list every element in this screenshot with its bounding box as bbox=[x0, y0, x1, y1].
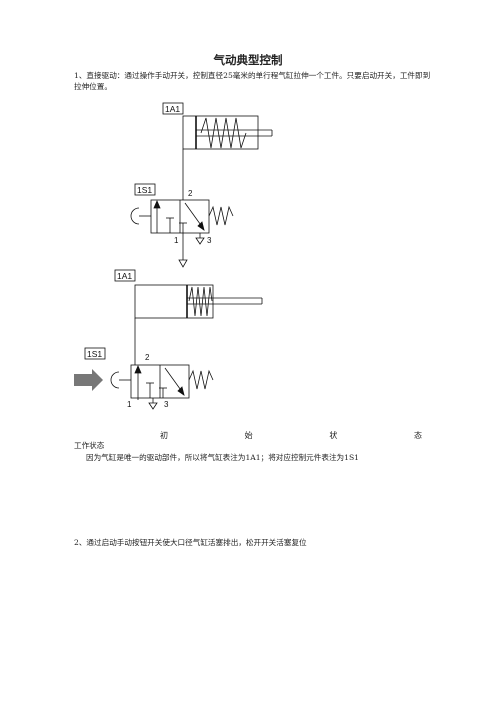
cylinder-body-2 bbox=[134, 284, 214, 319]
port-label-2-a: 2 bbox=[188, 189, 193, 198]
section2-intro: 2、通过启动手动按钮开关使大口径气缸活塞排出，松开开关活塞复位 bbox=[74, 538, 307, 547]
section1-intro: 1、直接驱动：通过操作手动开关，控制直径25毫米的单行程气缸拉伸一个工件。只要启… bbox=[74, 71, 431, 91]
diagram-working-state bbox=[84, 269, 263, 410]
valve-tag-1: 1S1 bbox=[137, 185, 152, 195]
cylinder-tag-box-2 bbox=[114, 269, 136, 282]
state-word-1: 初 bbox=[160, 431, 168, 440]
actuation-arrow-icon bbox=[74, 369, 103, 391]
valve-tag-box-2 bbox=[84, 347, 106, 360]
cylinder-spring-1 bbox=[200, 117, 247, 149]
port-label-3-a: 3 bbox=[207, 236, 212, 245]
port-label-1-b: 1 bbox=[127, 400, 132, 409]
valve-tag-2: 1S1 bbox=[87, 349, 102, 359]
section1-explanation: 因为气缸是唯一的驱动部件，所以将气缸表注为1A1；将对应控制元件表注为1S1 bbox=[86, 453, 360, 462]
state-caption-tail: 工作状态 bbox=[74, 441, 105, 450]
cylinder-spring-2 bbox=[188, 286, 213, 317]
port-label-3-b: 3 bbox=[164, 400, 169, 409]
state-word-3: 状 bbox=[329, 431, 338, 440]
cylinder-tag-2: 1A1 bbox=[117, 271, 132, 281]
port-label-1-a: 1 bbox=[174, 236, 179, 245]
cylinder-tag-box-1 bbox=[162, 102, 184, 115]
valve-tag-box-1 bbox=[134, 183, 156, 196]
cylinder-tag-1: 1A1 bbox=[165, 104, 180, 114]
state-caption: 初 始 状 态 bbox=[160, 430, 422, 441]
cylinder-body-1 bbox=[182, 115, 259, 150]
page-title: 气动典型控制 bbox=[213, 53, 283, 67]
diagram-initial-state bbox=[130, 102, 273, 268]
port-label-2-b: 2 bbox=[145, 353, 150, 362]
state-word-4: 态 bbox=[413, 431, 422, 440]
state-word-2: 始 bbox=[244, 431, 253, 440]
